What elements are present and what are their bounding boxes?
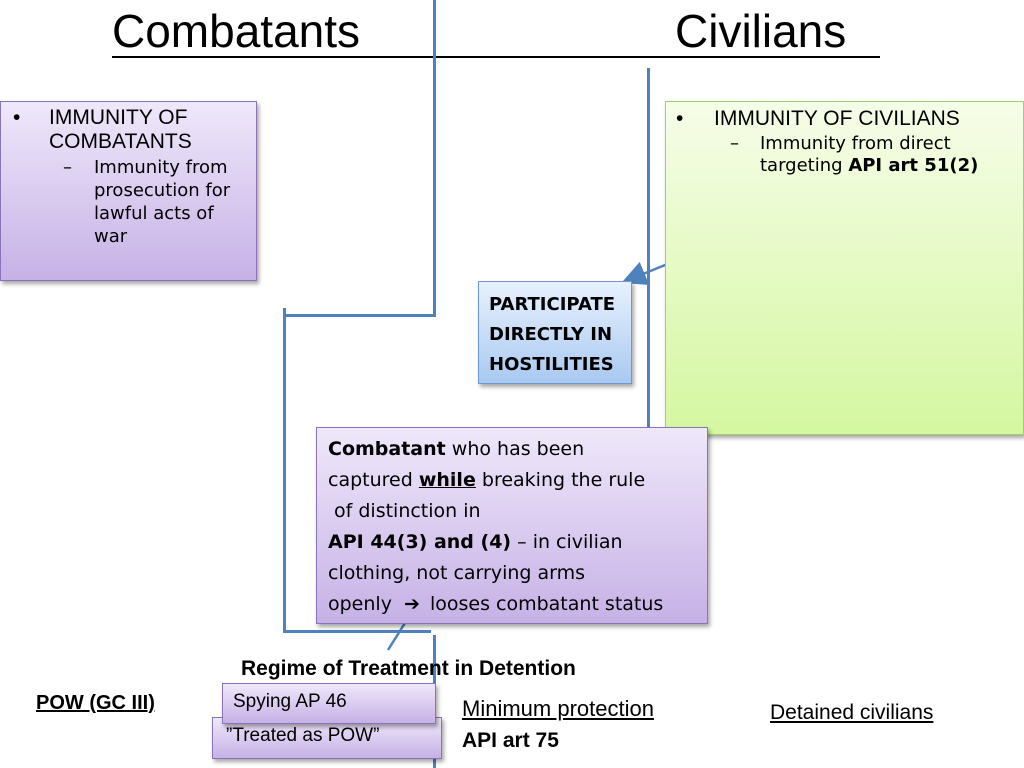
capture-text-1: who has been (451, 438, 585, 460)
spying-text: Spying AP 46 (233, 691, 347, 712)
combatants-immunity-detail: Immunity from prosecution for lawful act… (94, 157, 231, 247)
capture-text-5: – in civilian (517, 531, 623, 553)
connector-line-vertical-left (283, 308, 286, 633)
combatant-term: Combatant (328, 438, 446, 460)
capture-text-6: clothing, not carrying arms (328, 562, 586, 584)
connector-line-horizontal-upper (283, 314, 436, 317)
civilians-immunity-reference: API art 51(2) (848, 155, 979, 176)
minimum-protection-label: Minimum protection (462, 696, 654, 721)
treated-as-pow-box: ”Treated as POW” (212, 717, 442, 759)
detained-civilians-label: Detained civilians (770, 701, 934, 724)
bullet-dot: • (13, 106, 21, 129)
sub-dash: – (730, 133, 739, 154)
civilians-immunity-box: • IMMUNITY OF CIVILIANS – Immunity from … (665, 101, 1024, 435)
bullet-dot: • (676, 107, 684, 130)
capture-text-7: openly (328, 593, 392, 615)
participate-line-3: HOSTILITIES (489, 354, 614, 375)
api-44-reference: API 44(3) and (4) (328, 531, 512, 553)
arrow-right-icon: ➔ (404, 593, 420, 615)
civilians-immunity-detail: Immunity from direct targeting (760, 133, 951, 176)
title-underline (112, 56, 880, 58)
treated-as-pow-text: ”Treated as POW” (226, 725, 380, 746)
captured-combatant-box: Combatant who has been captured while br… (316, 427, 708, 624)
participate-directly-box: PARTICIPATE DIRECTLY IN HOSTILITIES (478, 281, 632, 384)
while-term: while (418, 469, 476, 491)
detention-heading: Regime of Treatment in Detention (241, 657, 576, 680)
civilians-title: Civilians (675, 5, 847, 57)
pow-label: POW (GC III) (36, 692, 155, 714)
sub-dash: – (63, 157, 72, 178)
combatants-divider-line (433, 0, 436, 317)
civilians-immunity-heading: IMMUNITY OF CIVILIANS (714, 107, 960, 130)
participate-line-2: DIRECTLY IN (489, 324, 613, 345)
combatants-immunity-box: • IMMUNITY OF COMBATANTS – Immunity from… (0, 101, 257, 281)
combatants-title: Combatants (112, 5, 361, 57)
combatants-immunity-heading: IMMUNITY OF COMBATANTS (49, 106, 192, 153)
spying-box: Spying AP 46 (222, 683, 436, 724)
capture-text-8: looses combatant status (429, 593, 664, 615)
participate-line-1: PARTICIPATE (489, 294, 616, 315)
capture-text-4: of distinction in (334, 500, 481, 522)
civilians-divider-line (647, 68, 650, 438)
capture-text-3: breaking the rule (481, 469, 646, 491)
connector-line-horizontal-lower (283, 630, 431, 633)
api-art-75-label: API art 75 (462, 729, 559, 752)
capture-text-2: captured (328, 469, 413, 491)
